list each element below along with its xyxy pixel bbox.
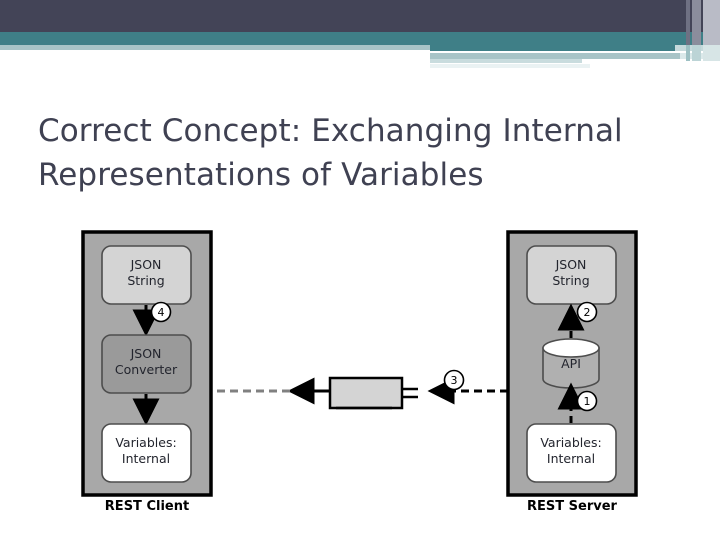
server-variables-label-1: Variables: — [540, 435, 601, 450]
header-accent-line-1 — [0, 45, 430, 50]
server-variables-label-2: Internal — [547, 451, 595, 466]
client-json-string-node: JSON String — [101, 245, 192, 305]
rest-client-caption: REST Client — [105, 499, 189, 514]
step-marker-1-label: 1 — [584, 395, 591, 408]
step-marker-2-label: 2 — [584, 306, 591, 319]
client-json-string-label-2: String — [127, 273, 164, 288]
header-vertical-stripe-1 — [686, 0, 690, 45]
rest-server-caption: REST Server — [527, 499, 618, 514]
step-marker-3-label: 3 — [451, 374, 458, 387]
slide-header-decoration — [0, 0, 720, 70]
header-dark-band — [0, 0, 720, 32]
header-vertical-stripe-5 — [692, 45, 701, 61]
server-api-label: API — [561, 356, 581, 371]
server-api-node: API — [542, 338, 600, 389]
step-marker-4: 4 — [150, 301, 172, 323]
architecture-diagram: 3 JSON String 4 JSON Converter Variables — [0, 180, 720, 525]
client-json-converter-label-1: JSON — [130, 346, 162, 361]
rest-server-panel: JSON String 2 API 1 Variables: Internal — [506, 230, 638, 514]
network-link — [328, 376, 418, 410]
header-teal-band — [0, 32, 720, 45]
server-json-string-label-1: JSON — [555, 257, 587, 272]
header-vertical-stripe-3 — [703, 0, 720, 45]
rest-client-panel: JSON String 4 JSON Converter Variables: … — [81, 230, 213, 514]
client-json-converter-node: JSON Converter — [101, 334, 192, 394]
step-marker-4-label: 4 — [158, 306, 165, 319]
header-vertical-stripe-2 — [692, 0, 701, 45]
server-variables-node: Variables: Internal — [526, 423, 617, 483]
client-json-converter-label-2: Converter — [115, 362, 178, 377]
header-vertical-stripe-6 — [703, 45, 720, 61]
server-json-string-node: JSON String — [526, 245, 617, 305]
client-variables-label-2: Internal — [122, 451, 170, 466]
header-accent-line-2 — [430, 45, 675, 51]
header-accent-line-3 — [430, 53, 680, 59]
step-marker-3: 3 — [443, 369, 465, 391]
header-vertical-stripe-4 — [686, 45, 690, 61]
client-json-string-label-1: JSON — [130, 257, 162, 272]
step-marker-1: 1 — [576, 390, 598, 412]
header-accent-line-5 — [430, 64, 590, 68]
server-json-string-label-2: String — [552, 273, 589, 288]
client-variables-node: Variables: Internal — [101, 423, 192, 483]
step-marker-2: 2 — [576, 301, 598, 323]
page-title: Correct Concept: Exchanging Internal Rep… — [38, 112, 623, 193]
header-accent-line-4 — [430, 59, 582, 63]
client-variables-label-1: Variables: — [115, 435, 176, 450]
